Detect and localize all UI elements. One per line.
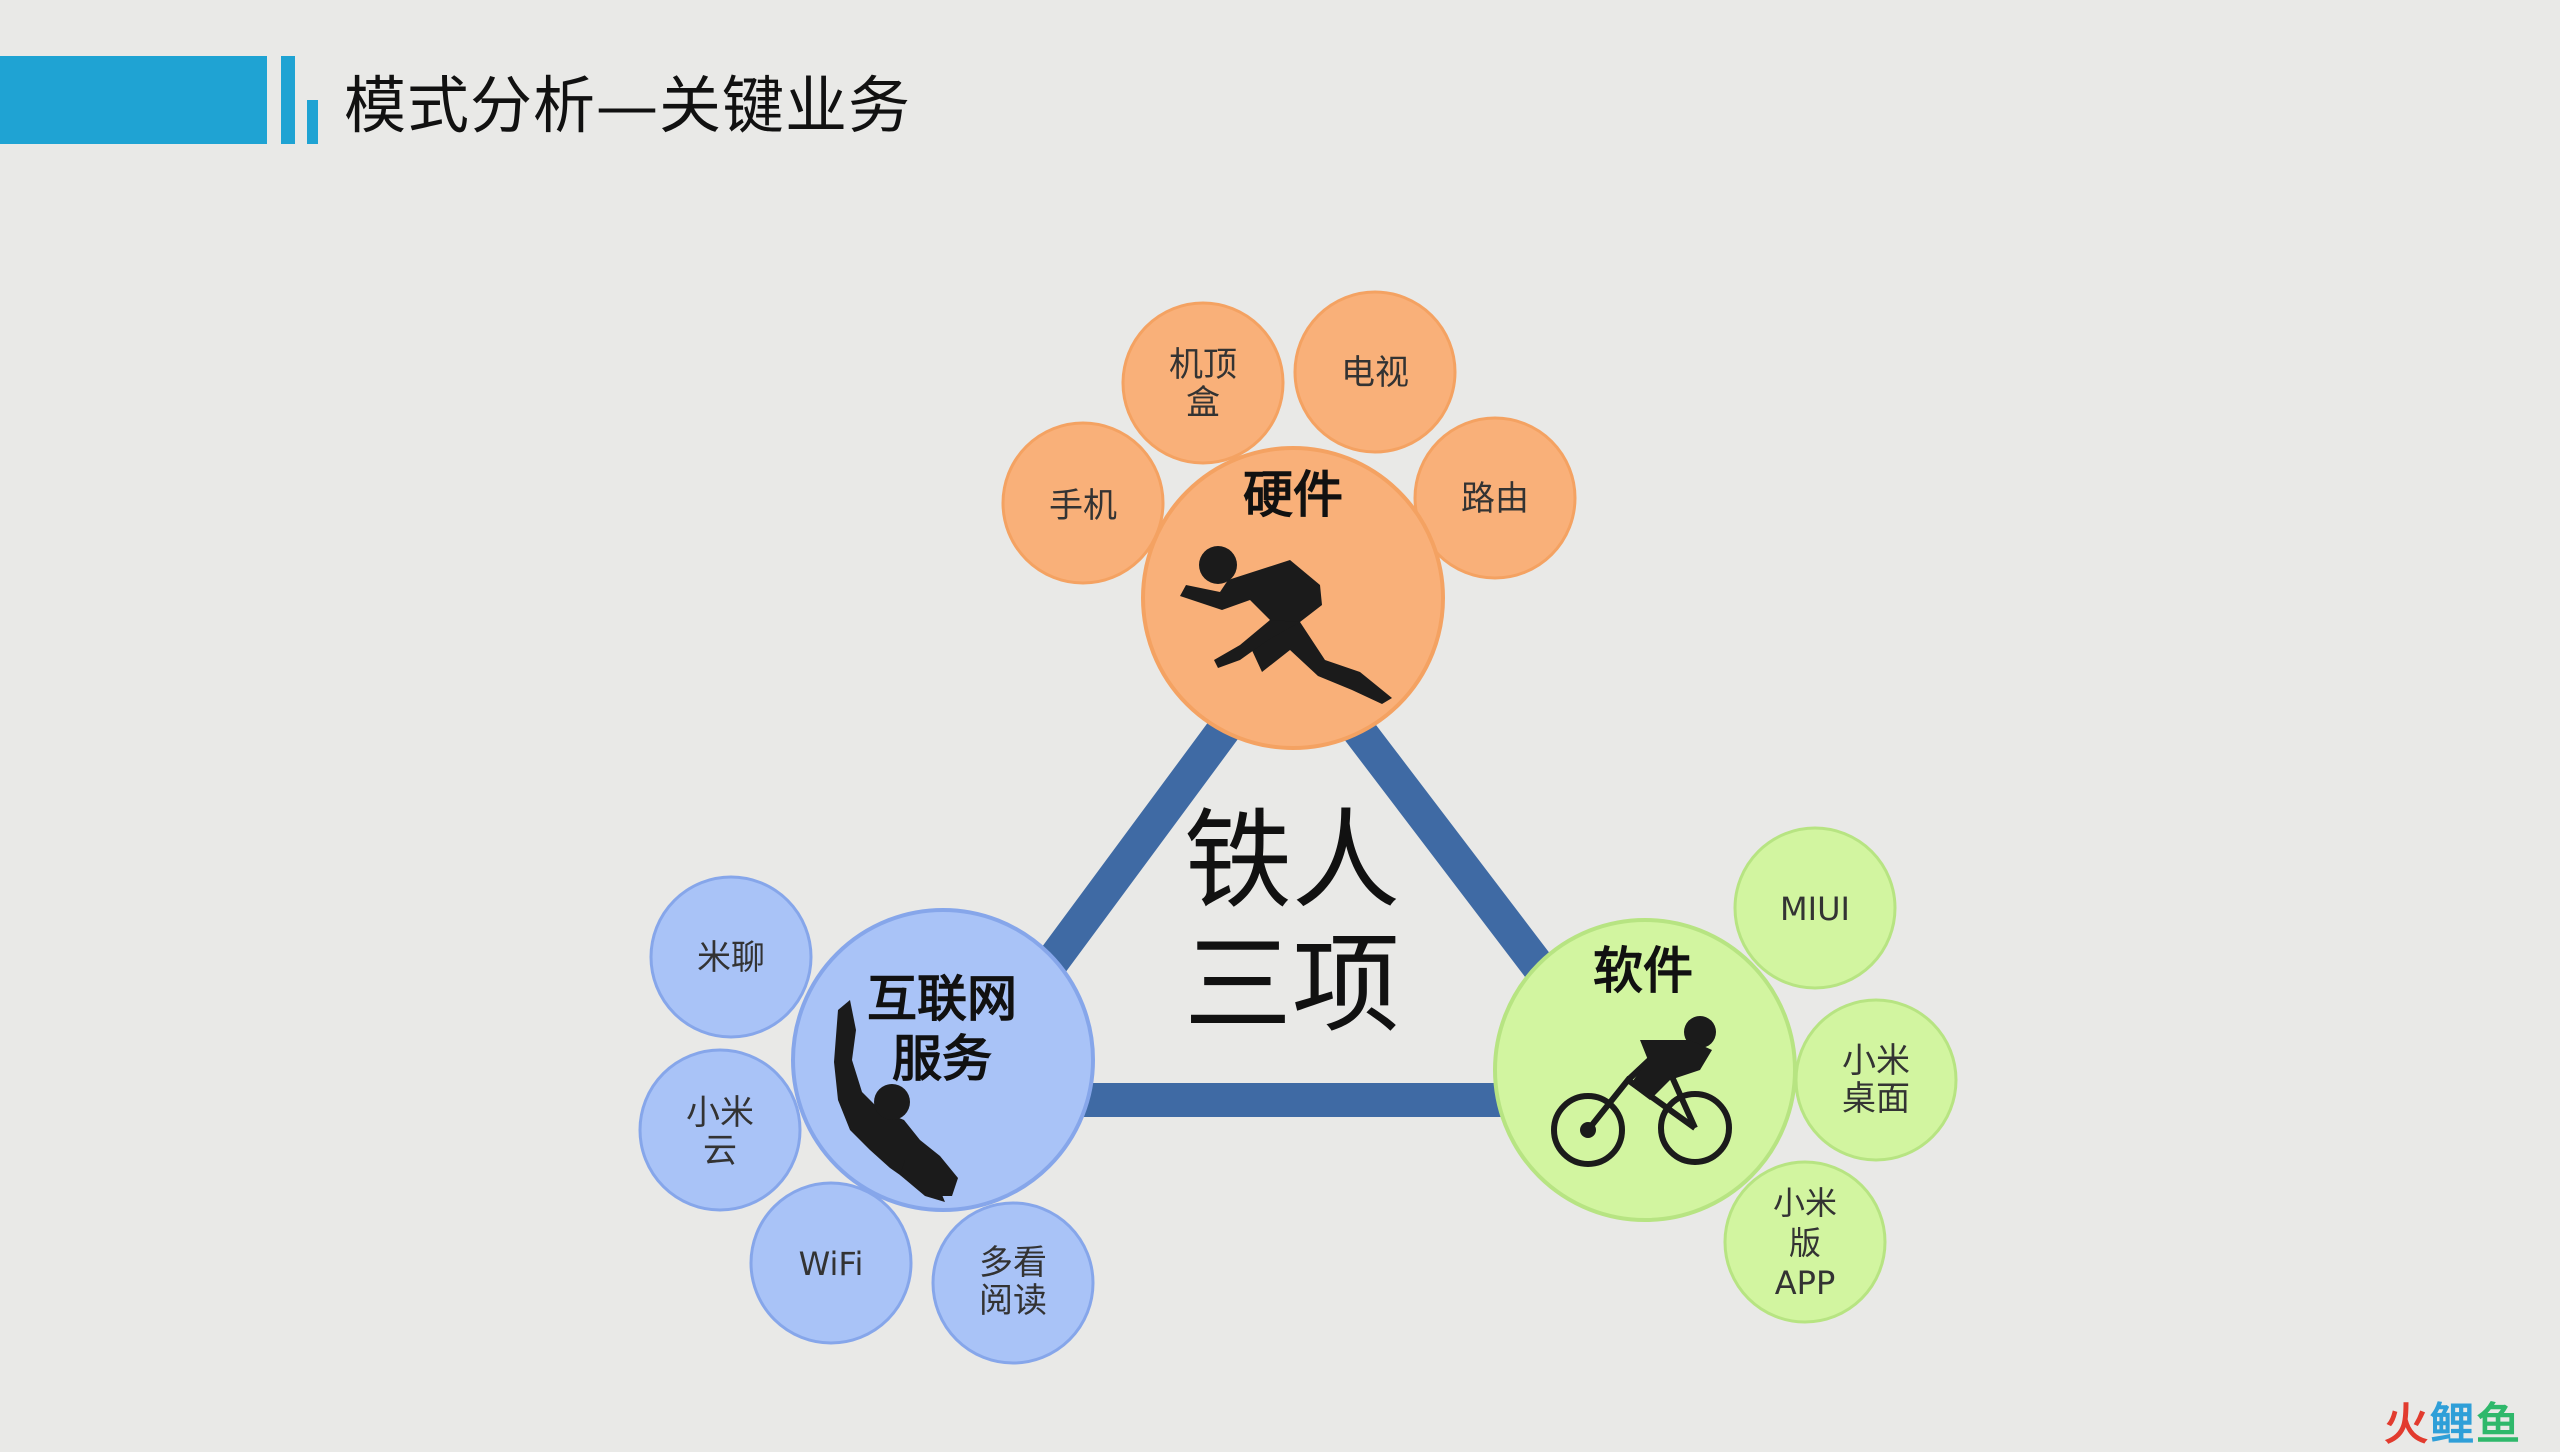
satellite-app-label-1: 小米 [1773, 1184, 1837, 1222]
watermark-part-1: 火 [2384, 1399, 2430, 1450]
software-title: 软件 [1593, 941, 1693, 1000]
satellite-phone-label: 手机 [1049, 486, 1117, 526]
satellite-micloud-label-1: 小米 [686, 1093, 754, 1133]
internet-title-line2: 服务 [892, 1029, 992, 1088]
satellite-settop [1121, 301, 1285, 465]
satellite-desktop-label-1: 小米 [1842, 1041, 1910, 1081]
satellite-phone [1001, 421, 1165, 585]
satellite-router-label: 路由 [1461, 479, 1529, 519]
satellite-settop-label-2: 盒 [1186, 383, 1220, 423]
swimmer-silhouette-icon [834, 1000, 958, 1202]
satellite-wifi [749, 1181, 913, 1345]
satellite-micloud [638, 1048, 802, 1212]
center-label-line2: 三项 [1184, 923, 1400, 1048]
satellite-app-label-3: APP [1775, 1264, 1835, 1302]
watermark-part-2: 鲤 [2430, 1399, 2476, 1450]
triangle-frame [916, 611, 1675, 1117]
internet-title-line1: 互联网 [867, 969, 1017, 1028]
satellite-duokan-label-1: 多看 [979, 1243, 1047, 1283]
satellite-app [1723, 1160, 1887, 1324]
watermark-logo: 火鲤鱼 [2384, 1388, 2522, 1452]
center-label-line1: 铁人 [1184, 799, 1400, 924]
runner-silhouette-icon [1180, 546, 1392, 704]
header-accent-stripe [281, 56, 295, 144]
satellite-micloud-label-2: 云 [703, 1131, 737, 1171]
software-group: MIUI 小米 桌面 小米 版 APP 软件 [1493, 826, 1958, 1324]
header-accent-stripe-small [307, 100, 318, 144]
header-accent-bar [0, 56, 267, 144]
satellite-miui-label: MIUI [1780, 890, 1850, 928]
page-title: 模式分析—关键业务 [344, 69, 912, 142]
satellite-miui [1733, 826, 1897, 990]
watermark-part-3: 鱼 [2476, 1399, 2522, 1450]
satellite-settop-label-1: 机顶 [1169, 345, 1237, 385]
satellite-app-label-2: 版 [1789, 1224, 1821, 1262]
hardware-group: 手机 机顶 盒 电视 路由 硬件 [1001, 290, 1577, 750]
satellite-tv [1293, 290, 1457, 454]
satellite-michat-label: 米聊 [697, 938, 765, 978]
satellite-tv-label: 电视 [1341, 353, 1409, 393]
satellite-duokan [931, 1201, 1095, 1365]
cyclist-silhouette-icon [1551, 1016, 1732, 1167]
satellite-wifi-label: WiFi [799, 1245, 864, 1283]
satellite-desktop-label-2: 桌面 [1842, 1079, 1910, 1119]
satellite-router [1413, 416, 1577, 580]
satellite-michat [649, 875, 813, 1039]
internet-group: 米聊 小米 云 WiFi 多看 阅读 互联网 服务 [638, 875, 1095, 1365]
hardware-title: 硬件 [1243, 465, 1343, 524]
satellite-duokan-label-2: 阅读 [979, 1281, 1047, 1321]
